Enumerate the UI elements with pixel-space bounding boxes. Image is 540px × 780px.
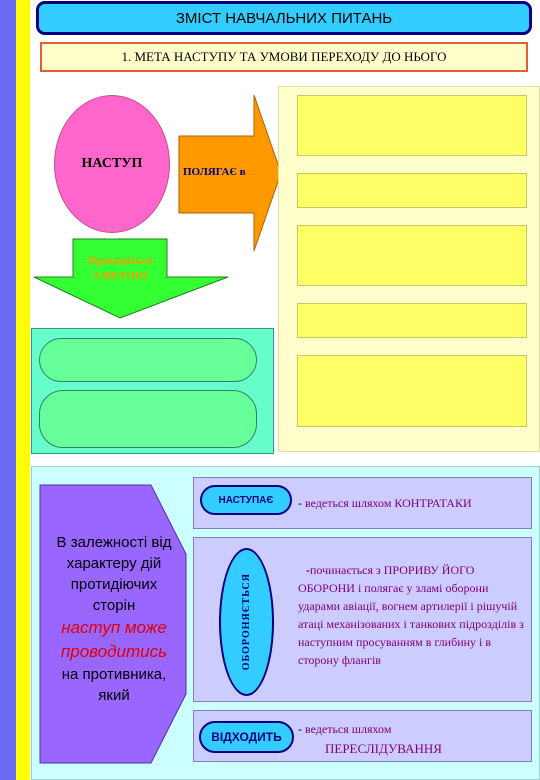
case-retreats-badge: ВІДХОДИТЬ (199, 721, 294, 753)
banner-emph-2: проводитись (60, 642, 168, 661)
case-defends-badge-label: ОБОРОНЯЄТЬСЯ (241, 573, 252, 671)
case-retreats-line-2: ПЕРЕСЛІДУВАННЯ (325, 741, 442, 756)
banner-line-1: В залежності від (56, 534, 172, 551)
banner-line-4: сторін (92, 597, 136, 614)
case-retreats-dash: - (298, 722, 302, 736)
content-box-2 (297, 173, 527, 208)
purpose-arrow-label: Проводиться З МЕТОЮ (72, 254, 168, 284)
banner-emph-1: наступ може (61, 618, 167, 637)
case-retreats-line-1: ведеться шляхом (302, 722, 392, 736)
content-box-1 (297, 95, 527, 156)
purpose-line-1: Проводиться (87, 255, 153, 267)
conditions-banner (39, 484, 187, 764)
banner-line-6: який (98, 687, 130, 704)
left-stripe-yellow (16, 0, 30, 780)
case-defends-dash: - (306, 563, 310, 577)
banner-line-3: протидіючих (70, 576, 158, 593)
consists-arrow-label: ПОЛЯГАЄ в (183, 166, 246, 178)
banner-line-2: характеру дій (66, 555, 162, 572)
offensive-label: НАСТУП (81, 156, 143, 171)
purpose-pill-2 (39, 390, 257, 448)
case-defends-desc: починається з ПРОРИВУ ЙОГО ОБОРОНИ і пол… (298, 563, 524, 667)
left-stripe-blue (0, 0, 16, 780)
conditions-banner-text: В залежності від характеру дій протидіюч… (44, 532, 184, 706)
banner-line-5: на противника, (61, 666, 167, 683)
case-defends-text: -починається з ПРОРИВУ ЙОГО ОБОРОНИ і по… (298, 561, 528, 669)
purpose-pill-1 (39, 338, 257, 382)
case-attacks-emph: КОНТРАТАКИ (394, 496, 472, 510)
purpose-arrow (33, 238, 229, 319)
consists-arrow (178, 94, 282, 252)
case-defends-badge: ОБОРОНЯЄТЬСЯ (219, 548, 274, 696)
case-attacks-text: - ведеться шляхом КОНТРАТАКИ (298, 496, 528, 511)
content-box-3 (297, 225, 527, 286)
case-attacks-badge: НАСТУПАЄ (200, 485, 292, 515)
offensive-ellipse: НАСТУП (54, 95, 170, 233)
content-box-5 (297, 355, 527, 427)
section-title: 1. МЕТА НАСТУПУ ТА УМОВИ ПЕРЕХОДУ ДО НЬО… (40, 42, 528, 72)
case-retreats-text: - ведеться шляхом ПЕРЕСЛІДУВАННЯ (298, 719, 528, 759)
slide-title: ЗМІСТ НАВЧАЛЬНИХ ПИТАНЬ (36, 1, 532, 35)
content-box-4 (297, 303, 527, 338)
purpose-line-2: З МЕТОЮ (92, 270, 148, 282)
case-attacks-desc: ведеться шляхом (302, 496, 395, 510)
case-attacks-dash: - (298, 496, 302, 510)
